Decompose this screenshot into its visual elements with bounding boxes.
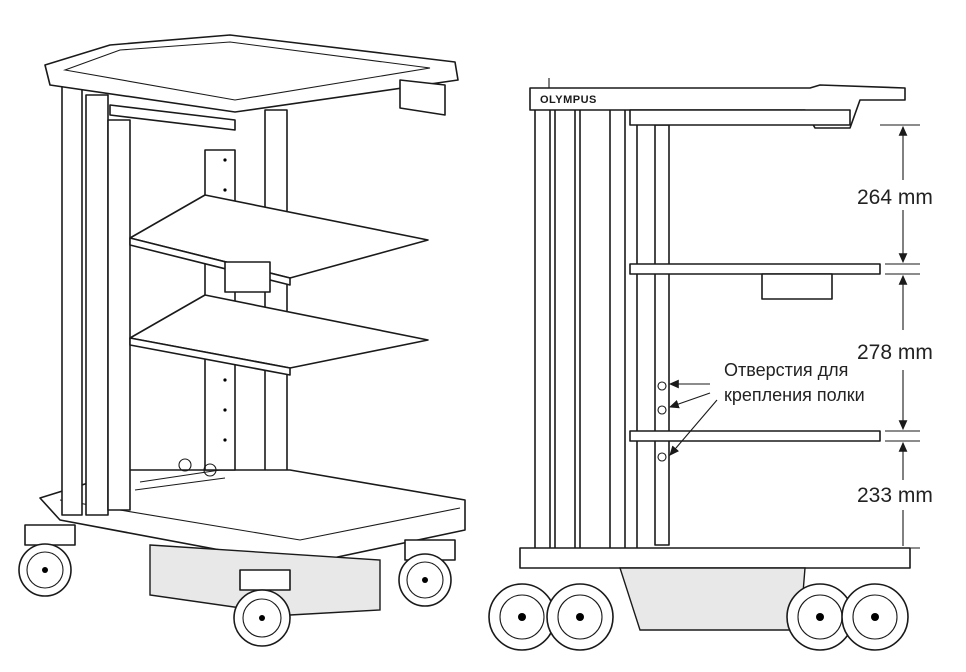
callout-text-line2: крепления полки [724, 385, 865, 405]
wheel [488, 583, 556, 651]
rear-post [264, 109, 288, 481]
shelf-lower-side [629, 430, 881, 442]
dimension-label-bottom: 233 mm [857, 484, 933, 507]
holes-callout [668, 379, 718, 456]
base-tray [39, 469, 466, 566]
dimension-label-top: 264 mm [857, 186, 933, 209]
front-post-left [61, 84, 83, 516]
shelf-upper-side [629, 263, 881, 275]
dimension-label-middle: 278 mm [857, 341, 933, 364]
wheel [398, 539, 456, 607]
wheel [233, 569, 291, 647]
callout-text-line1: Отверстия для [724, 360, 848, 380]
cart-isometric-view [18, 34, 466, 647]
front-post-inner [85, 94, 109, 516]
wheel [18, 524, 76, 597]
wheel [841, 583, 909, 651]
wheel [546, 583, 614, 651]
top-tray [44, 34, 459, 113]
base-side [519, 547, 911, 569]
cart-side-view: OLYMPUS [488, 78, 911, 651]
brand-logo: OLYMPUS [540, 94, 597, 106]
dimension-lines [880, 124, 920, 549]
front-post-right [107, 119, 131, 511]
